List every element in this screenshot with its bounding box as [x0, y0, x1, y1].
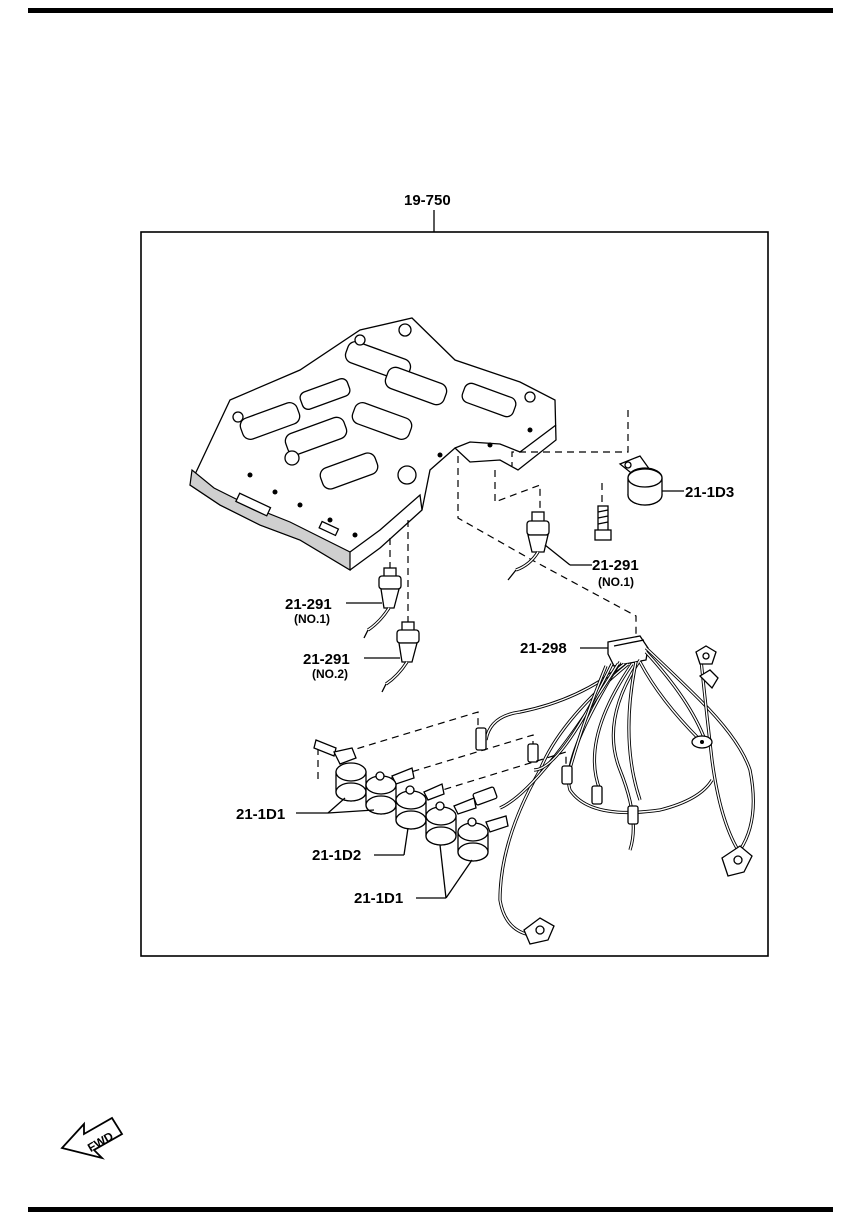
callout-21-1D3[interactable]: 21-1D3	[685, 484, 734, 501]
callout-19-750[interactable]: 19-750	[404, 192, 451, 209]
solenoid-21-1D1-d[interactable]	[457, 815, 509, 862]
callout-21-291-left-sub: (NO.1)	[294, 612, 330, 626]
solenoid-21-1D1-a[interactable]	[313, 739, 367, 802]
fwd-arrow-icon: FWD	[60, 1116, 124, 1160]
callout-21-291-no2[interactable]: 21-291	[303, 651, 350, 668]
callout-21-291-no2-sub: (NO.2)	[312, 667, 348, 681]
sensor-21-291-no1-left[interactable]	[363, 567, 402, 639]
top-rule	[28, 8, 833, 13]
callout-21-1D1-bottom[interactable]: 21-1D1	[354, 890, 403, 907]
bottom-rule	[28, 1207, 833, 1212]
sensor-21-291-no1-right[interactable]	[507, 511, 550, 581]
sensor-21-291-no2[interactable]	[381, 621, 420, 693]
callout-21-291-left[interactable]: 21-291	[285, 596, 332, 613]
fwd-label: FWD	[85, 1129, 116, 1155]
mounting-bolt[interactable]	[594, 505, 612, 541]
assembly-frame	[140, 231, 769, 957]
callout-21-298[interactable]: 21-298	[520, 640, 567, 657]
callout-21-1D1-top[interactable]: 21-1D1	[236, 806, 285, 823]
solenoid-21-1D1-c[interactable]	[425, 797, 477, 846]
callout-21-1D2[interactable]: 21-1D2	[312, 847, 361, 864]
solenoid-21-1D2[interactable]	[395, 783, 445, 830]
wiring-harness[interactable]	[472, 635, 755, 945]
callout-21-291-right[interactable]: 21-291	[592, 557, 639, 574]
valve-body[interactable]	[189, 317, 557, 572]
solenoid-21-1D3[interactable]	[618, 455, 663, 506]
callout-21-291-right-sub: (NO.1)	[598, 575, 634, 589]
